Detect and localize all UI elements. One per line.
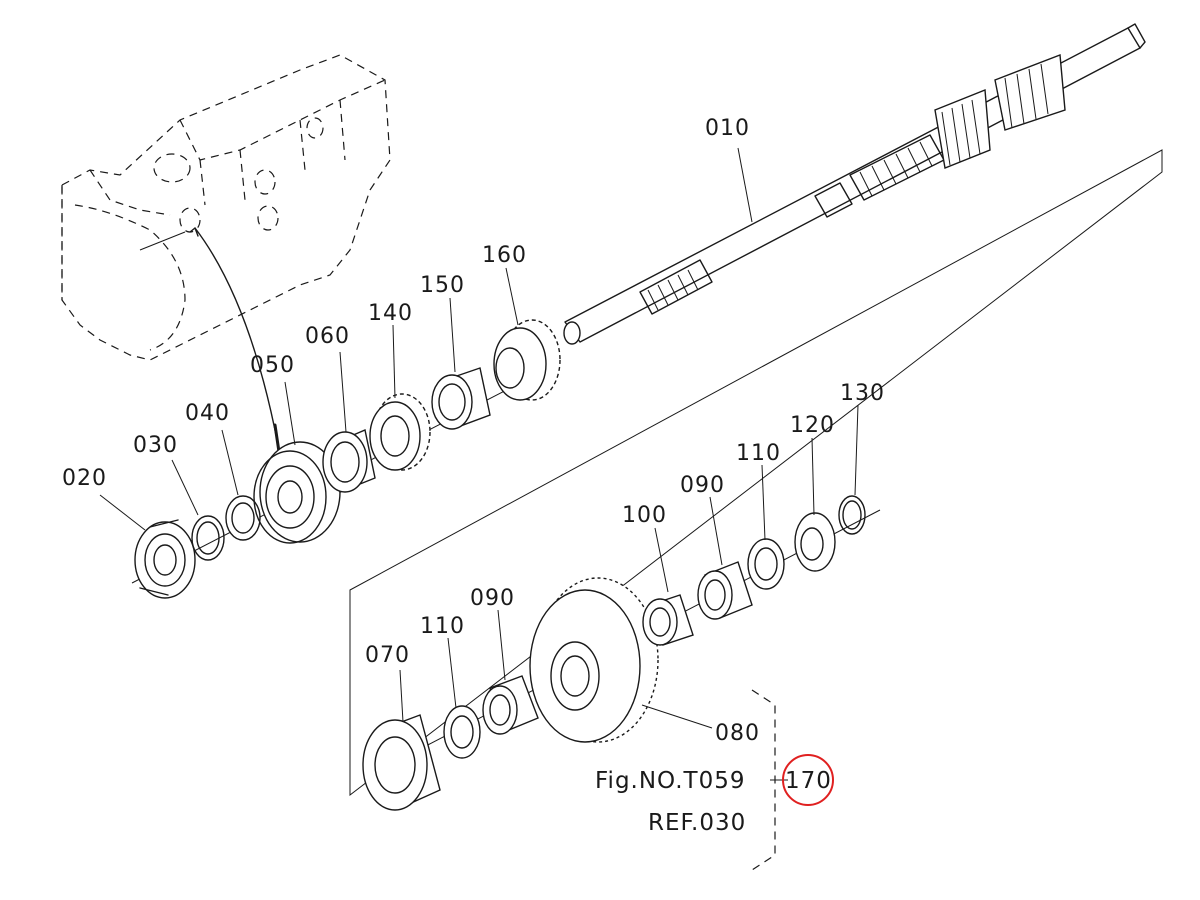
leader-160 bbox=[505, 267, 519, 326]
leader-110-lower bbox=[447, 637, 457, 709]
leader-100 bbox=[654, 527, 669, 593]
label-090-lower: 090 bbox=[470, 586, 515, 611]
part-100-collar bbox=[642, 594, 694, 646]
label-030: 030 bbox=[133, 433, 178, 458]
leader-070 bbox=[399, 669, 404, 723]
part-160-gear bbox=[493, 319, 561, 401]
label-060: 060 bbox=[305, 324, 350, 349]
label-120: 120 bbox=[790, 413, 835, 438]
label-150: 150 bbox=[420, 273, 465, 298]
leader-040 bbox=[221, 429, 239, 496]
part-140-gear bbox=[369, 393, 431, 471]
leader-090-upper bbox=[709, 496, 723, 566]
transmission-case bbox=[61, 54, 391, 454]
leader-010 bbox=[737, 147, 753, 223]
leader-120 bbox=[811, 437, 815, 516]
label-160: 160 bbox=[482, 243, 527, 268]
label-110-upper: 110 bbox=[736, 441, 781, 466]
leader-030 bbox=[171, 459, 199, 516]
part-130-ring bbox=[838, 495, 866, 535]
leader-020 bbox=[99, 494, 146, 531]
main-shaft bbox=[563, 23, 1146, 345]
label-090-upper: 090 bbox=[680, 473, 725, 498]
ref-number: REF.030 bbox=[648, 810, 746, 836]
part-110-washer-upper bbox=[747, 538, 785, 590]
leader-050 bbox=[284, 381, 296, 446]
label-140: 140 bbox=[368, 301, 413, 326]
leader-080 bbox=[641, 704, 713, 729]
label-070: 070 bbox=[365, 643, 410, 668]
part-040-washer bbox=[225, 495, 261, 541]
label-110-lower: 110 bbox=[420, 614, 465, 639]
part-080-large-gear bbox=[529, 577, 659, 743]
leader-090-lower bbox=[497, 609, 506, 681]
leader-060 bbox=[339, 351, 347, 433]
label-020: 020 bbox=[62, 466, 107, 491]
label-050: 050 bbox=[250, 353, 295, 378]
part-020-bearing bbox=[134, 519, 196, 599]
lower-frame bbox=[349, 149, 1163, 797]
part-060-collar bbox=[322, 429, 376, 493]
part-120-thrust-collar bbox=[794, 512, 836, 572]
leader-130 bbox=[854, 404, 859, 496]
label-130: 130 bbox=[840, 381, 885, 406]
leader-140 bbox=[392, 324, 396, 399]
label-040: 040 bbox=[185, 401, 230, 426]
fig-number-suffix: 170 bbox=[785, 768, 832, 794]
fig-number-prefix: Fig.NO.T059 bbox=[595, 768, 746, 794]
part-090-needle-bearing-upper bbox=[697, 561, 753, 620]
highlight-circle bbox=[782, 754, 834, 806]
fig-number: Fig.NO.T059 bbox=[595, 768, 746, 794]
part-070-bearing bbox=[362, 714, 441, 811]
part-030-snap-ring bbox=[191, 515, 225, 561]
leader-110-upper bbox=[761, 464, 766, 541]
part-050-bearing bbox=[253, 441, 341, 544]
label-080: 080 bbox=[715, 721, 760, 746]
leader-150 bbox=[449, 297, 456, 373]
part-110-washer-lower bbox=[443, 705, 481, 759]
label-100: 100 bbox=[622, 503, 667, 528]
part-090-needle-bearing-lower bbox=[482, 675, 539, 735]
part-150-sleeve bbox=[431, 367, 491, 430]
label-010: 010 bbox=[705, 116, 750, 141]
